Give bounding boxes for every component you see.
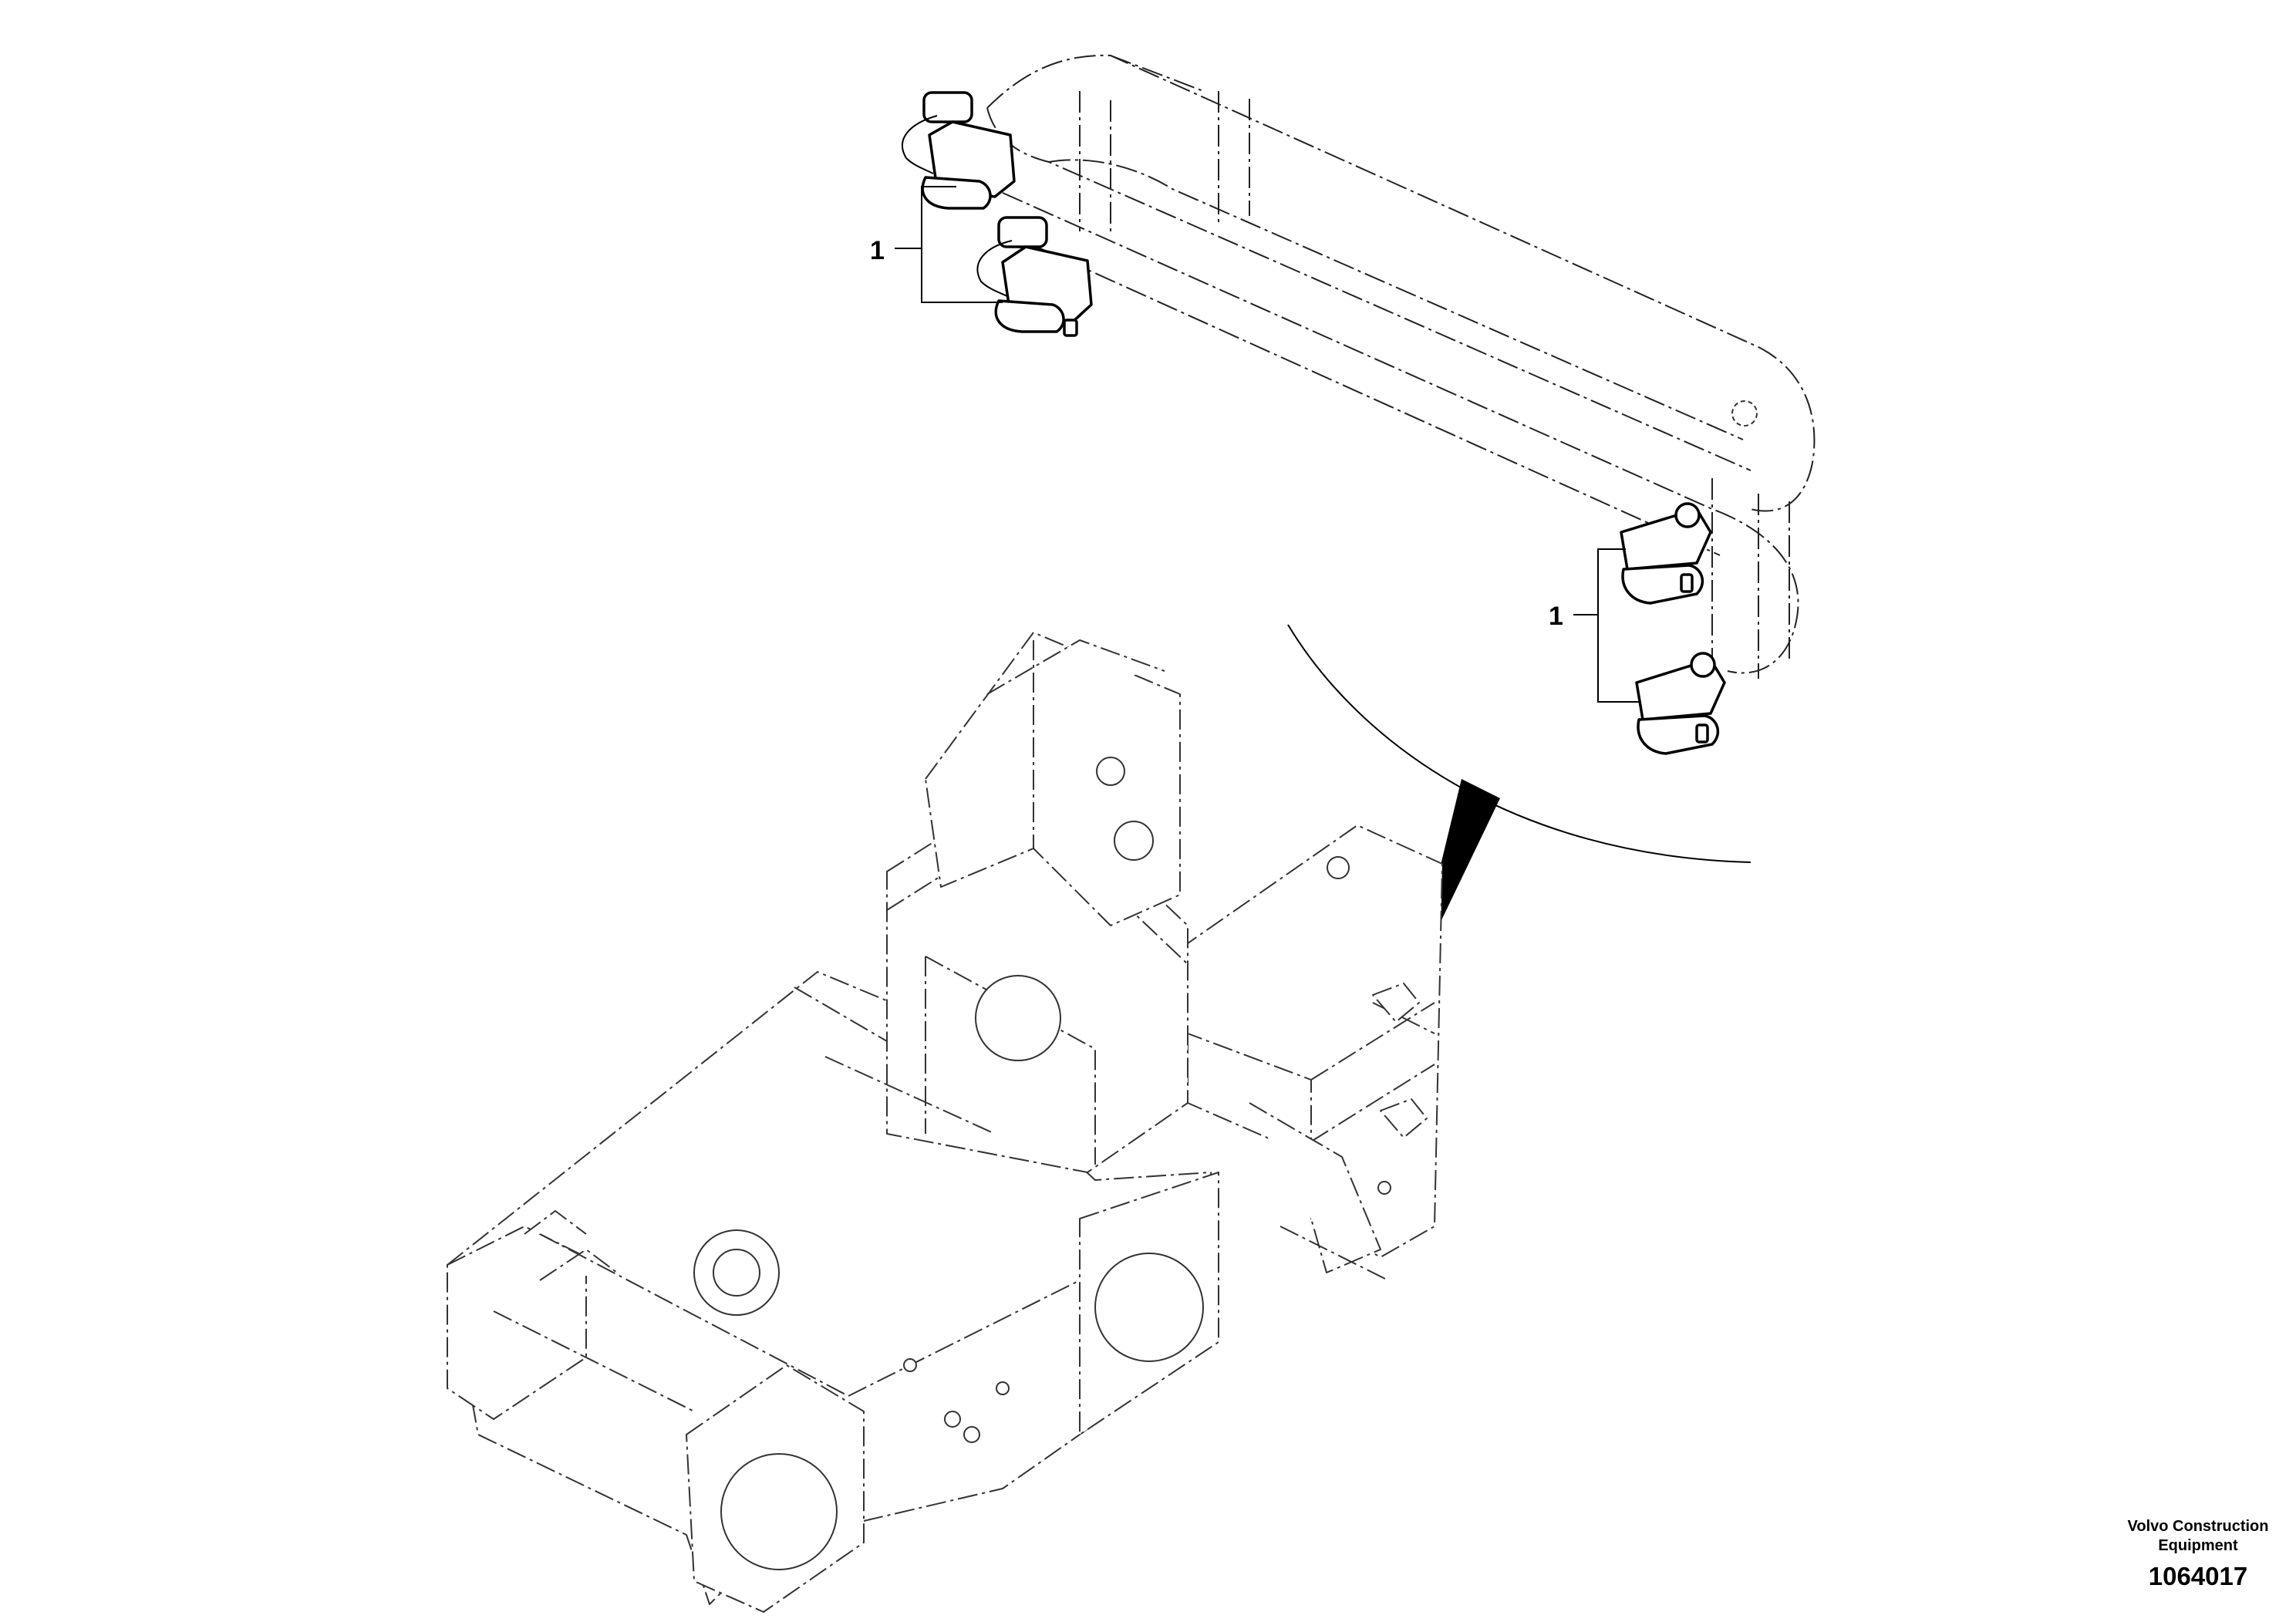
clamp-upper-1 (902, 91, 1016, 210)
figure-number: 1064017 (2149, 1562, 2247, 1590)
callout-bracket-right (1573, 548, 1641, 703)
brand-line-1: Volvo Construction (2128, 1518, 2269, 1535)
callout-label-right: 1 (1549, 602, 1563, 631)
brand-line-2: Equipment (2158, 1537, 2238, 1554)
callout-label-upper: 1 (870, 236, 885, 265)
machine-frame-phantom (447, 632, 1443, 1613)
clamp-right-2 (1635, 652, 1726, 755)
clamp-right-1 (1620, 502, 1712, 605)
clamp-upper-2 (976, 216, 1093, 337)
detail-view-arc (1287, 624, 1752, 863)
callout-bracket-upper (895, 186, 1003, 303)
